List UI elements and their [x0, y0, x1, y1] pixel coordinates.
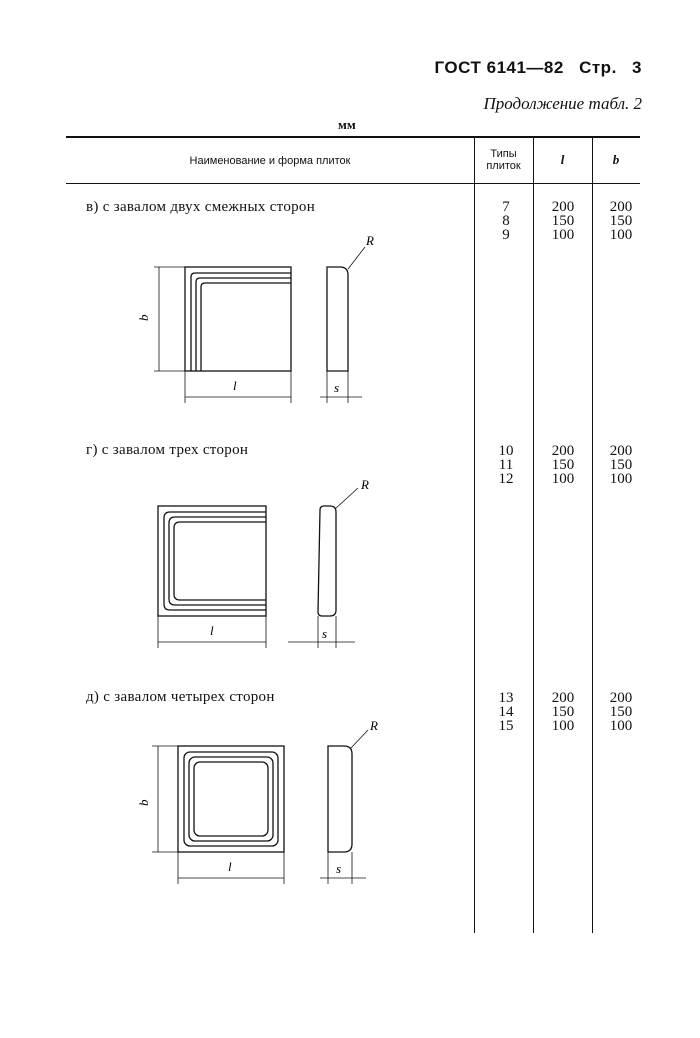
- cell: 100: [551, 718, 575, 734]
- cell: 200: [551, 443, 575, 459]
- cell: 150: [609, 457, 633, 473]
- label-l: l: [210, 623, 214, 638]
- label-s: s: [322, 626, 327, 641]
- cell: 9: [502, 227, 510, 243]
- cell: 14: [498, 704, 514, 720]
- cell: 7: [502, 199, 510, 215]
- row-1-l: 200 150 100: [533, 443, 593, 487]
- row-title-v: в) с завалом двух смежных сторон: [86, 199, 316, 215]
- cell: 200: [551, 199, 575, 215]
- cell: 150: [609, 213, 633, 229]
- header-name: Наименование и форма плиток: [189, 155, 351, 167]
- cell: 8: [502, 213, 510, 229]
- cell: 100: [551, 227, 575, 243]
- header-l: l: [560, 152, 565, 167]
- header-b: b: [612, 152, 620, 167]
- cell: 15: [498, 718, 514, 734]
- page-number: 3: [632, 58, 642, 77]
- cell: 100: [609, 471, 633, 487]
- row-title-d: д) с завалом четырех сторон: [86, 689, 275, 705]
- column-divider-2: [533, 137, 534, 933]
- document-header: ГОСТ 6141—82 Стр. 3: [425, 58, 642, 78]
- column-divider-1: [474, 137, 475, 933]
- cell: 12: [498, 471, 514, 487]
- header-types-line1: Типы: [490, 148, 517, 160]
- cell: 11: [498, 457, 514, 473]
- label-r: R: [365, 233, 374, 248]
- page-label: Стр.: [579, 58, 617, 77]
- label-s: s: [334, 380, 339, 395]
- tile-drawing-three-sides: l s R: [157, 477, 369, 648]
- cell: 150: [551, 213, 575, 229]
- header-types-line2: плиток: [486, 160, 521, 172]
- cell: 200: [551, 690, 575, 706]
- cell: 10: [498, 443, 514, 459]
- row-1-types: 10 11 12: [476, 443, 536, 487]
- row-0-types: 7 8 9: [476, 199, 536, 243]
- cell: 200: [609, 443, 633, 459]
- tile-drawing-two-sides: b l s R: [136, 233, 374, 403]
- row-1-b: 200 150 100: [591, 443, 651, 487]
- cell: 200: [609, 199, 633, 215]
- units-label: мм: [338, 117, 356, 132]
- row-2-types: 13 14 15: [476, 690, 536, 734]
- label-s: s: [336, 861, 341, 876]
- table-top-rule: [66, 136, 640, 138]
- cell: 200: [609, 690, 633, 706]
- header-types: Типы плиток: [474, 148, 533, 172]
- label-l: l: [228, 859, 232, 874]
- row-title-g: г) с завалом трех сторон: [86, 442, 249, 458]
- label-b: b: [136, 314, 151, 321]
- tile-drawing-four-sides: b l s R: [136, 718, 378, 884]
- cell: 150: [551, 457, 575, 473]
- column-divider-3: [592, 137, 593, 933]
- row-2-b: 200 150 100: [591, 690, 651, 734]
- row-2-l: 200 150 100: [533, 690, 593, 734]
- cell: 150: [551, 704, 575, 720]
- cell: 150: [609, 704, 633, 720]
- cell: 100: [551, 471, 575, 487]
- label-r: R: [369, 718, 378, 733]
- standard-number: ГОСТ 6141—82: [434, 58, 564, 77]
- row-0-l: 200 150 100: [533, 199, 593, 243]
- row-0-b: 200 150 100: [591, 199, 651, 243]
- label-l: l: [233, 378, 237, 393]
- cell: 100: [609, 227, 633, 243]
- label-b: b: [136, 799, 151, 806]
- cell: 13: [498, 690, 514, 706]
- table-continuation-note: Продолжение табл. 2: [483, 94, 642, 113]
- label-r: R: [360, 477, 369, 492]
- cell: 100: [609, 718, 633, 734]
- table-header-rule: [66, 183, 640, 184]
